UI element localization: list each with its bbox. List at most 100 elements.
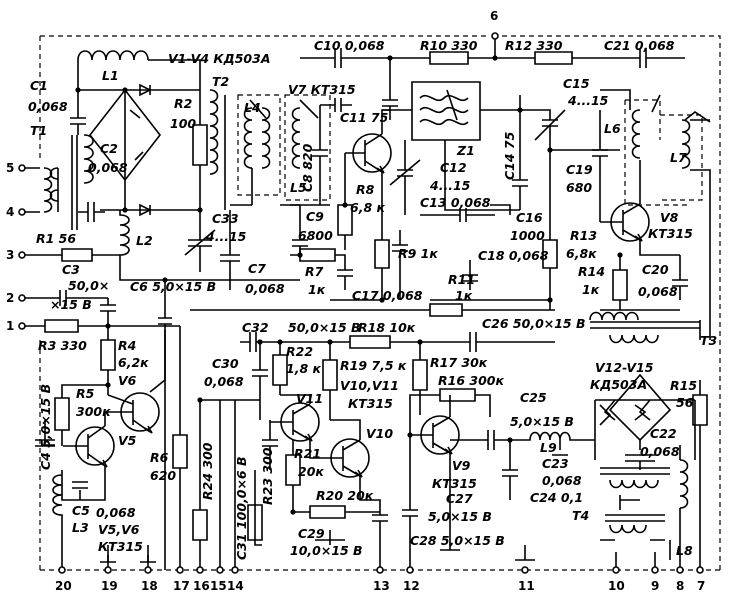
label-r8: R8 <box>356 182 375 197</box>
label-t1: T1 <box>30 123 47 138</box>
label-r2-value: 100 <box>170 116 196 131</box>
label-c28: C28 5,0×15 В <box>410 533 505 548</box>
label-c10: R10 330 <box>420 38 478 53</box>
pin-10-label: 10 <box>608 579 625 593</box>
label-c32-value: 50,0×15 В <box>288 320 361 335</box>
label-l4: L4 <box>244 100 261 115</box>
pin-11-label: 11 <box>518 579 535 593</box>
label-c23-value: 0,068 <box>542 473 582 488</box>
pin-12-label: 12 <box>403 579 420 593</box>
label-c27-value: 5,0×15 В <box>428 509 492 524</box>
label-v1-v4: V1-V4 КД503А <box>168 51 271 66</box>
label-r11: R11 <box>448 272 475 287</box>
label-z1: Z1 <box>456 143 475 158</box>
label-c3-value-2: ×15 В <box>50 297 92 312</box>
pin-18-label: 18 <box>141 579 158 593</box>
label-c19-value: 680 <box>566 180 592 195</box>
label-l8: L8 <box>676 543 693 558</box>
pin-9-label: 9 <box>651 579 659 593</box>
pin-16-label: 16 <box>193 579 210 593</box>
label-c7-value: 0,068 <box>245 281 285 296</box>
label-r19: R19 7,5 к <box>340 358 407 373</box>
label-c6: C6 5,0×15 В <box>130 279 216 294</box>
label-c33-value: 4...15 <box>205 229 247 244</box>
label-c1-value: 0,068 <box>28 99 68 114</box>
label-c15-value: 4...15 <box>567 93 609 108</box>
label-r14-value: 1к <box>582 282 600 297</box>
label-r4-value: 6,2к <box>118 355 149 370</box>
label-r6-value: 620 <box>150 468 176 483</box>
label-v6: V6 <box>118 373 137 388</box>
label-l3: L3 <box>72 520 89 535</box>
label-c17: C17 0,068 <box>352 288 423 303</box>
label-l1: L1 <box>102 68 119 83</box>
label-v11: V11 <box>296 391 323 406</box>
label-c4: C4 5,0×15 В <box>38 384 53 470</box>
label-r17: R17 30к <box>430 355 488 370</box>
label-r2: R2 <box>174 96 192 111</box>
label-c15: C15 <box>563 76 590 91</box>
label-c21: C21 0,068 <box>604 38 675 53</box>
label-c3: C3 <box>62 262 80 277</box>
label-r1: R1 56 <box>36 231 76 246</box>
label-c29-value: 10,0×15 В <box>290 543 363 558</box>
pin-15-label: 15 <box>210 579 227 593</box>
label-c25: C25 <box>520 390 547 405</box>
label-r21-value: 20к <box>298 464 324 479</box>
label-c16: C16 <box>516 210 543 225</box>
label-c31: C31 100,0×6 В <box>234 456 249 560</box>
label-l6: L6 <box>604 121 621 136</box>
label-c33: C33 <box>212 211 239 226</box>
label-t4: T4 <box>572 508 589 523</box>
label-r5-value: 300к <box>76 404 111 419</box>
label-c26: C26 50,0×15 В <box>482 316 586 331</box>
label-c23: C23 <box>542 456 569 471</box>
label-r22: R22 <box>286 344 313 359</box>
label-v9: V9 <box>452 458 471 473</box>
label-c20-value: 0,068 <box>638 284 678 299</box>
pin-7-label: 7 <box>697 579 705 593</box>
pin-terminals <box>18 32 704 574</box>
label-c22-value: 0,068 <box>640 444 680 459</box>
pin-13-label: 13 <box>373 579 390 593</box>
label-r4: R4 <box>118 338 136 353</box>
label-v7: V7 КТ315 <box>288 82 356 97</box>
pin-labels: 5 4 3 2 1 6 20 19 18 17 16 15 14 13 12 1… <box>6 9 705 593</box>
label-r13-value: 6,8к <box>566 246 597 261</box>
label-l7: L7 <box>670 150 687 165</box>
label-c32: C32 <box>242 320 269 335</box>
wiring <box>20 35 721 571</box>
label-v8: V8 <box>660 210 679 225</box>
label-r7-value: 1к <box>308 282 326 297</box>
pin-14-label: 14 <box>227 579 244 593</box>
label-c18: C18 0,068 <box>478 248 549 263</box>
label-c29: C29 <box>298 526 325 541</box>
label-v10v11-type: КТ315 <box>348 396 393 411</box>
label-t3: T3 <box>700 333 717 348</box>
label-v12-v15-type: КД503А <box>590 377 647 392</box>
label-c12-value: 4...15 <box>429 178 471 193</box>
label-r21: R21 <box>294 446 321 461</box>
label-r5: R5 <box>76 386 95 401</box>
label-l2: L2 <box>136 233 153 248</box>
label-r15: R15 <box>670 378 697 393</box>
label-c3-value: 50,0× <box>68 278 109 293</box>
label-c5: C5 <box>72 503 90 518</box>
label-r8-value: 6,8 к <box>350 200 385 215</box>
pin-17-label: 17 <box>173 579 190 593</box>
label-c30-value: 0,068 <box>204 374 244 389</box>
label-r15-value: 56 <box>676 395 694 410</box>
component-labels: L1 V1-V4 КД503А C1 0,068 T1 T2 C2 0,068 … <box>28 38 717 560</box>
label-v9-type: КТ315 <box>432 476 477 491</box>
label-c27: C27 <box>446 491 473 506</box>
label-c5-value: 0,068 <box>96 505 136 520</box>
pin-4-label: 4 <box>6 205 14 219</box>
label-r6: R6 <box>150 450 169 465</box>
label-c12: C12 <box>440 160 467 175</box>
pin-6-label: 6 <box>490 9 498 23</box>
label-r13: R13 <box>570 228 597 243</box>
label-r23: R23 300 <box>260 447 275 505</box>
pin-5-label: 5 <box>6 161 14 175</box>
label-l9: L9 <box>540 440 557 455</box>
